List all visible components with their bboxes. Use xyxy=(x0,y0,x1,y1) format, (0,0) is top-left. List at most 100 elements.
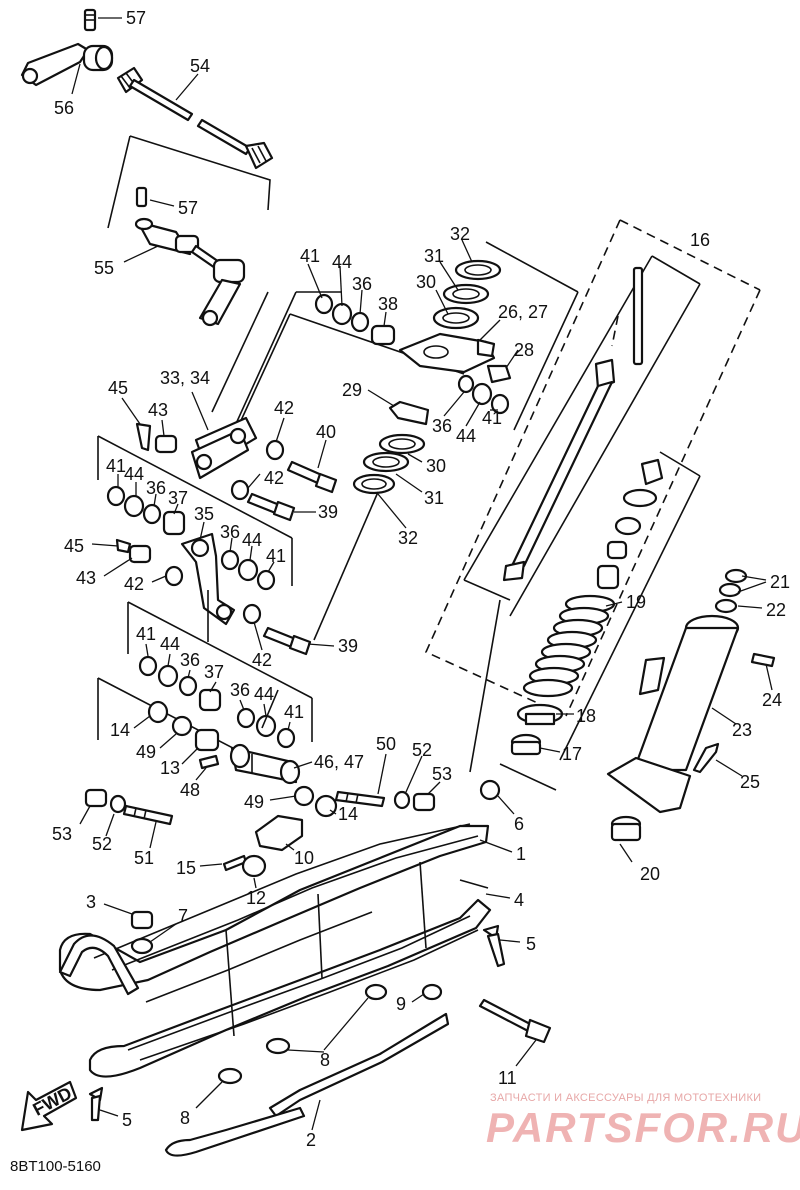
part-52-washer-b xyxy=(109,794,127,814)
callout-55: 55 xyxy=(94,258,114,278)
callout-29: 29 xyxy=(342,380,362,400)
callout-3: 3 xyxy=(86,892,96,912)
callout-28: 28 xyxy=(514,340,534,360)
part-44-ring-e xyxy=(157,664,179,688)
callout-21: 21 xyxy=(770,572,790,592)
callout-44: 44 xyxy=(124,464,144,484)
part-loop-handle xyxy=(58,934,140,996)
part-57-bolt-mid xyxy=(135,186,148,208)
part-43-collar-mid xyxy=(128,544,152,564)
part-20-collar xyxy=(610,815,642,842)
part-42-washer-a xyxy=(265,439,285,461)
part-29-spacer xyxy=(388,400,430,426)
part-41-washer-c xyxy=(106,485,126,507)
part-9-washer xyxy=(421,983,443,1001)
part-32-seal-b xyxy=(378,433,426,455)
part-44-ring-b xyxy=(471,382,493,406)
callout-57: 57 xyxy=(178,198,198,218)
part-49-collar-a xyxy=(171,715,193,737)
callout-41: 41 xyxy=(284,702,304,722)
callout-36: 36 xyxy=(146,478,166,498)
callout-43: 43 xyxy=(148,400,168,420)
part-dashed-box-55 xyxy=(107,135,271,229)
callout-18: 18 xyxy=(576,706,596,726)
callout-54: 54 xyxy=(190,56,210,76)
callout-20: 20 xyxy=(640,864,660,884)
part-19-spring xyxy=(522,594,616,698)
part-7-washer xyxy=(130,937,154,955)
part-14-washer-a xyxy=(147,700,169,724)
callout-13: 13 xyxy=(160,758,180,778)
part-5-stud-b xyxy=(88,1086,104,1122)
part-57-bolt-top xyxy=(83,8,97,32)
part-14-washer-b xyxy=(314,794,338,818)
callout-30: 30 xyxy=(426,456,446,476)
callout-36: 36 xyxy=(352,274,372,294)
part-44-ring-d xyxy=(237,558,259,582)
callout-49: 49 xyxy=(244,792,264,812)
part-55-steering-column-arm xyxy=(134,217,246,327)
part-41-washer-b xyxy=(490,393,510,415)
callout-41: 41 xyxy=(136,624,156,644)
part-45-cotter-pin-top xyxy=(135,422,152,452)
callout-36: 36 xyxy=(432,416,452,436)
part-43-collar-top xyxy=(154,434,178,454)
leader-lines xyxy=(71,17,773,1131)
part-3-nut xyxy=(130,910,154,930)
part-33-34-bracket xyxy=(190,416,258,480)
callout-4: 4 xyxy=(514,890,524,910)
callout-7: 7 xyxy=(178,906,188,926)
callout-16: 16 xyxy=(690,230,710,250)
callout-32: 32 xyxy=(450,224,470,244)
callout-8: 8 xyxy=(320,1050,330,1070)
callout-1: 1 xyxy=(516,844,526,864)
callout-31: 31 xyxy=(424,488,444,508)
callout-41: 41 xyxy=(266,546,286,566)
callout-52: 52 xyxy=(92,834,112,854)
part-30-seat-a xyxy=(432,306,480,330)
part-54-tie-rod xyxy=(116,66,274,170)
part-26-27-upper-mount xyxy=(398,332,496,374)
callout-33-34: 33, 34 xyxy=(160,368,210,388)
part-1-ski-lower xyxy=(88,898,492,1078)
callout-42: 42 xyxy=(252,650,272,670)
callout-numbers: 57 56 54 57 55 41 44 36 38 32 31 30 26, … xyxy=(52,8,790,1150)
callout-41: 41 xyxy=(482,408,502,428)
part-23-damper-body xyxy=(606,614,740,814)
callout-38: 38 xyxy=(378,294,398,314)
callout-45: 45 xyxy=(108,378,128,398)
callout-43: 43 xyxy=(76,568,96,588)
part-8-wear-bar-upper xyxy=(268,983,450,1118)
callout-14: 14 xyxy=(110,720,130,740)
callout-36: 36 xyxy=(230,680,250,700)
part-42-washer-c xyxy=(164,565,184,587)
callout-5: 5 xyxy=(526,934,536,954)
callout-53: 53 xyxy=(52,824,72,844)
callout-10: 10 xyxy=(294,848,314,868)
callout-2: 2 xyxy=(306,1130,316,1150)
callout-39: 39 xyxy=(338,636,358,656)
part-44-ring-c xyxy=(123,494,145,518)
part-linkage-down-line xyxy=(207,491,379,729)
callout-49: 49 xyxy=(136,742,156,762)
part-44-ring-a xyxy=(331,302,353,326)
callout-42: 42 xyxy=(264,468,284,488)
callout-44: 44 xyxy=(160,634,180,654)
callout-40: 40 xyxy=(316,422,336,442)
part-56-steering-arm xyxy=(20,42,114,87)
part-40-bolt xyxy=(286,460,338,494)
part-37-collar-b xyxy=(198,688,222,712)
callout-50: 50 xyxy=(376,734,396,754)
callout-17: 17 xyxy=(562,744,582,764)
part-4-bolt-head xyxy=(459,879,489,889)
callout-48: 48 xyxy=(180,780,200,800)
part-21-nut xyxy=(718,568,748,598)
part-36-bush-e xyxy=(178,675,198,697)
callout-25: 25 xyxy=(740,772,760,792)
callout-36: 36 xyxy=(180,650,200,670)
part-bracket-bushings-lower xyxy=(127,601,313,742)
callout-15: 15 xyxy=(176,858,196,878)
part-28-nut xyxy=(486,364,512,384)
fwd-arrow-icon: FWD xyxy=(20,1080,78,1132)
part-36-bush-f xyxy=(236,707,256,729)
